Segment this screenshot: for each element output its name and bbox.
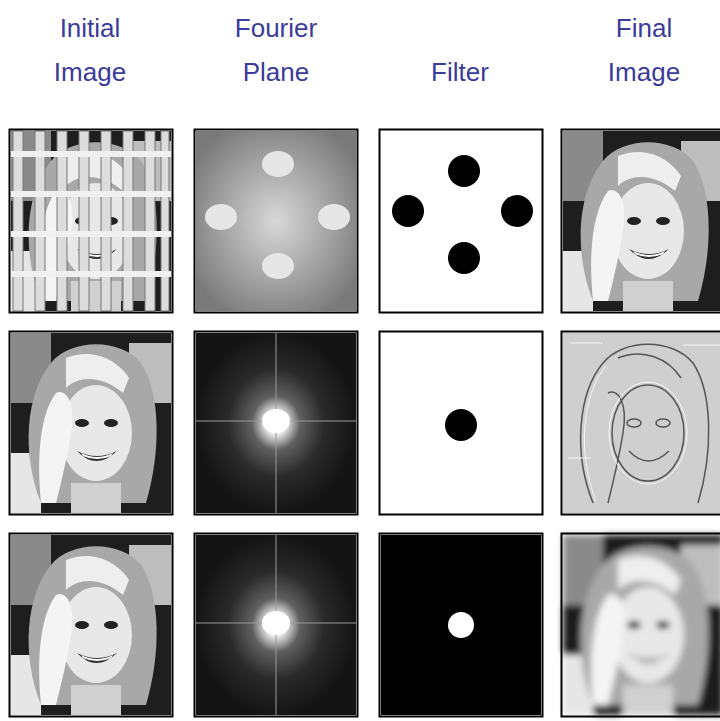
column-header: Filter	[395, 50, 525, 94]
column-header: Fourier Plane	[211, 6, 341, 94]
column-header: Initial Image	[30, 6, 150, 94]
column-header: Final Image	[584, 6, 704, 94]
